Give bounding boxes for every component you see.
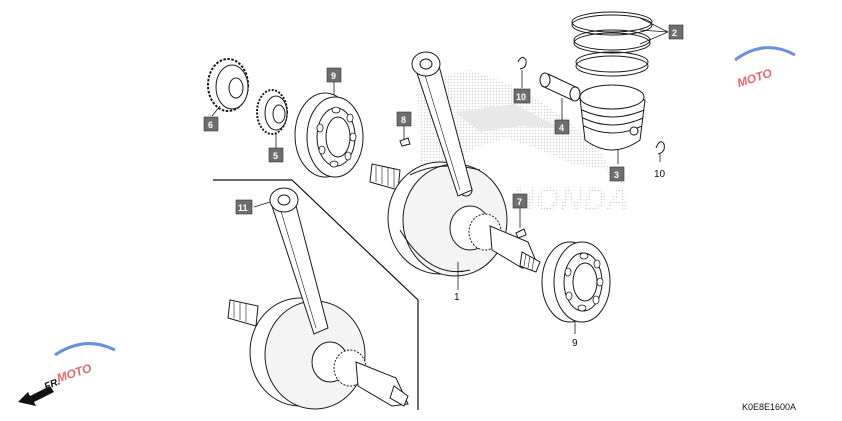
- callout-1[interactable]: 1: [454, 292, 460, 303]
- callout-2[interactable]: 2: [668, 24, 684, 40]
- part-ref-label: 7: [517, 197, 522, 207]
- bearing-9-top: [294, 92, 364, 178]
- part-ref-label: 4: [559, 123, 564, 133]
- piston: [579, 84, 646, 151]
- piston-rings: [571, 11, 653, 77]
- callout-11[interactable]: 11: [235, 199, 253, 215]
- piston-pin-clips: [517, 56, 665, 155]
- part-ref-label: 9: [331, 71, 336, 81]
- front-direction-indicator: FR.: [18, 377, 62, 406]
- part-ref-label: 5: [273, 151, 278, 161]
- gear-6: [207, 58, 249, 112]
- part-ref-label: 11: [238, 203, 248, 213]
- callout-9-bottom[interactable]: 9: [572, 338, 578, 349]
- part-ref-label: 10: [516, 92, 526, 102]
- inset-border: [213, 179, 419, 410]
- part-ref-label: 3: [614, 170, 619, 180]
- callout-3[interactable]: 3: [609, 166, 625, 182]
- moto-watermark-bottom: MOTO: [54, 342, 116, 386]
- piston-pin: [539, 72, 581, 102]
- callout-8[interactable]: 8: [396, 111, 412, 127]
- callout-6[interactable]: 6: [203, 116, 219, 132]
- gear-5: [256, 89, 288, 135]
- front-arrow-icon: [18, 386, 54, 406]
- callout-4[interactable]: 4: [554, 119, 570, 135]
- diagram-code: K0E8E1600A: [742, 402, 797, 412]
- watermark-text-top: MOTO: [735, 66, 774, 91]
- crankshaft-inset: [227, 187, 409, 410]
- callout-7[interactable]: 7: [512, 193, 528, 209]
- part-ref-label: 9: [572, 338, 578, 349]
- crankshaft-assembly: [369, 51, 541, 277]
- moto-watermark-top: MOTO: [734, 46, 796, 91]
- callout-10-right[interactable]: 10: [654, 169, 666, 180]
- bearing-9-bottom: [541, 241, 611, 323]
- part-ref-label: 8: [401, 115, 406, 125]
- part-ref-label: 1: [454, 292, 460, 303]
- part-ref-label: 10: [654, 169, 666, 180]
- part-ref-label: 6: [208, 120, 213, 130]
- callout-5[interactable]: 5: [268, 147, 284, 163]
- honda-logo-text: HONDA: [512, 181, 629, 217]
- keys: [399, 137, 527, 239]
- part-ref-label: 2: [672, 28, 677, 38]
- leader-lines: [211, 17, 669, 334]
- callout-9-top[interactable]: 9: [326, 67, 342, 83]
- honda-wing-logo: HONDA: [418, 70, 629, 217]
- watermark-text-bottom: MOTO: [55, 361, 94, 386]
- callout-10-top[interactable]: 10: [513, 88, 531, 104]
